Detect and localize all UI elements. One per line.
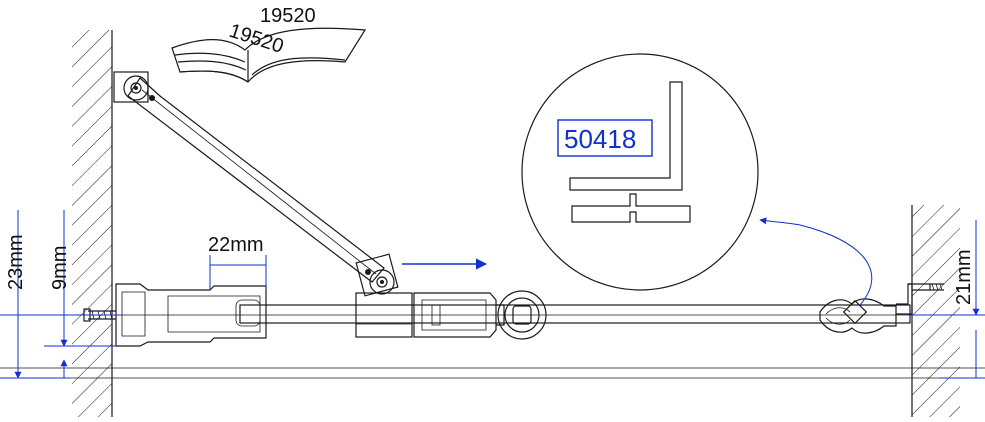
dim-9mm: 9mm [44, 210, 116, 378]
dim-9mm-label: 9mm [49, 246, 71, 290]
angle-profile-top [569, 81, 683, 191]
left-wall-hatching [72, 30, 112, 417]
lower-swivel-joint [355, 253, 399, 297]
round-glass-fitting [497, 290, 547, 340]
detail-code-label: 50418 [564, 124, 636, 154]
horizontal-stabiliser-bar [239, 304, 911, 324]
detail-circle [521, 53, 759, 291]
dim-23mm: 23mm [0, 210, 120, 379]
dim-22mm: 22mm [208, 234, 267, 290]
middle-clamp [355, 290, 547, 340]
manual-code-label: 19520 [260, 5, 316, 27]
angle-profile-bottom [571, 193, 691, 223]
left-wall [72, 30, 113, 417]
right-wall-hatching [912, 205, 960, 417]
detail-magnifier: 50418 [521, 53, 759, 291]
dim-21mm: 21mm [908, 220, 985, 379]
open-book-icon: 19520 [171, 20, 367, 83]
detail-leader-arrow [759, 217, 873, 306]
right-wall [911, 205, 960, 417]
dim-23mm-label: 23mm [5, 234, 27, 290]
diagonal-support-bar [113, 71, 399, 297]
dim-22mm-label: 22mm [208, 234, 264, 256]
floor-lines [0, 314, 985, 379]
dim-21mm-label: 21mm [953, 249, 975, 305]
right-seal-assembly [819, 283, 944, 334]
detail-code-box [557, 119, 653, 157]
